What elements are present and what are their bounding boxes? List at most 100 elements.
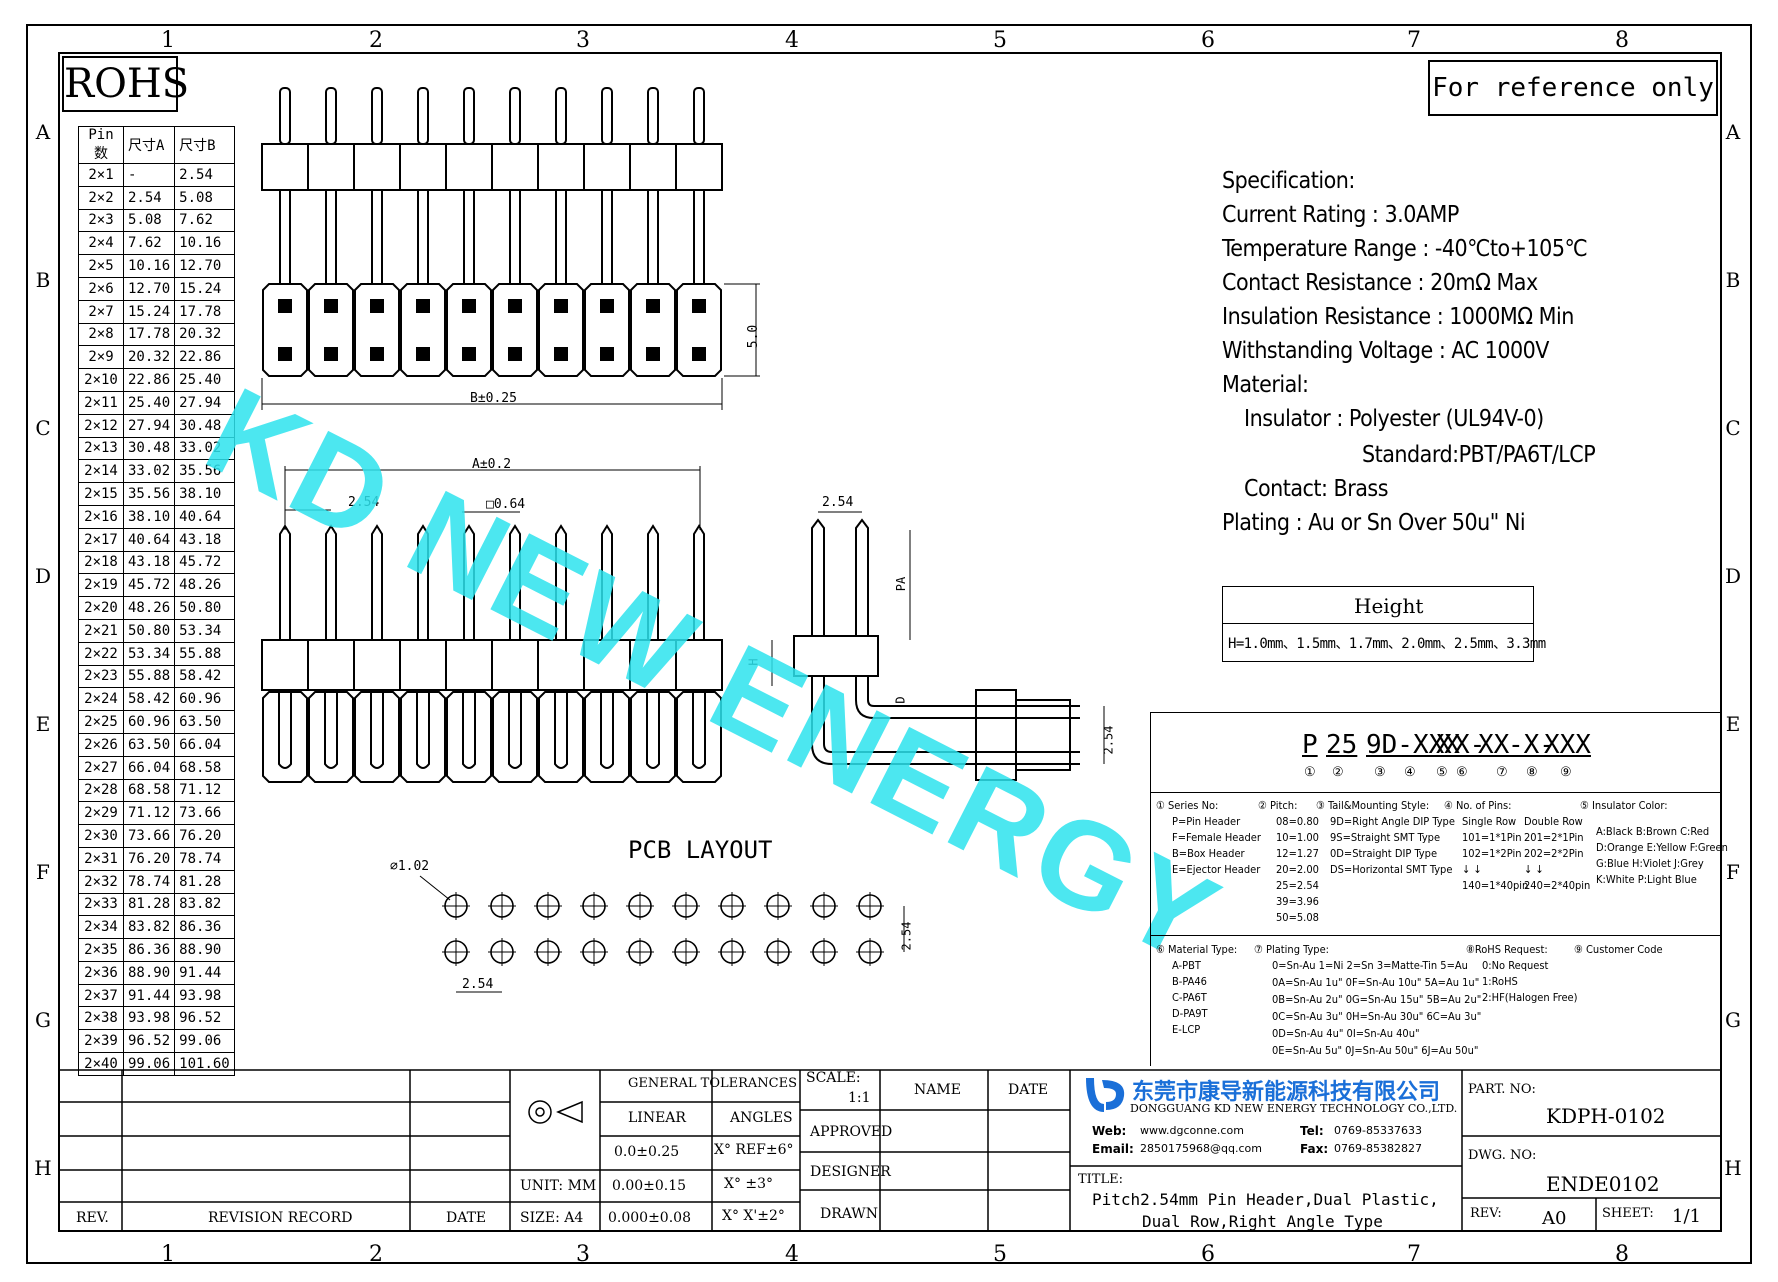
spec-line: Standard:PBT/PA6T/LCP <box>1362 442 1596 468</box>
pin-housing-cell <box>262 283 308 377</box>
dim-a-cell: 27.94 <box>122 413 176 438</box>
zone-row-F-right: F <box>1726 860 1740 884</box>
pin-front <box>371 524 383 640</box>
tail-item: DS=Horizontal SMT Type <box>1330 863 1453 876</box>
dim-a-cell: 58.42 <box>122 687 176 712</box>
side-pitch-label: 2.54 <box>822 495 854 510</box>
pin-tip-top <box>325 87 337 145</box>
dim-b-cell: 43.18 <box>174 527 235 552</box>
customer-code-title: ⑨ Customer Code <box>1574 943 1663 956</box>
pin-count-cell: 2×30 <box>78 824 124 848</box>
part-code-segment: P <box>1302 730 1318 760</box>
material-item: E-LCP <box>1172 1023 1201 1036</box>
pin-tail-front <box>324 692 338 769</box>
pin-count-cell: 2×23 <box>78 664 124 689</box>
pin-square <box>416 347 430 361</box>
pin-tail-front <box>416 692 430 769</box>
pin-square <box>462 299 476 313</box>
dim-a-cell: 60.96 <box>122 710 176 734</box>
zone-row-A-left: A <box>35 120 51 144</box>
part-code-panel <box>1150 712 1722 1066</box>
pin-square <box>416 299 430 313</box>
pin-front <box>601 524 613 640</box>
sheet-value: 1/1 <box>1672 1206 1701 1227</box>
color-item: K:White P:Light Blue <box>1596 873 1697 886</box>
pin-count-cell: 2×36 <box>78 960 124 985</box>
dim-b-cell: 76.20 <box>174 824 235 848</box>
email-value: 2850175968@qq.com <box>1140 1142 1262 1155</box>
series-item: F=Female Header <box>1172 831 1261 844</box>
front-view <box>261 466 723 783</box>
dim-a-cell: 10.16 <box>122 254 176 278</box>
pins-single-item: 140=1*40pin <box>1462 879 1529 892</box>
rev-value: A0 <box>1542 1208 1567 1229</box>
dim-a-cell: 53.34 <box>122 641 176 666</box>
plating-item: 0D=Sn-Au 4u" 0I=Sn-Au 40u" <box>1272 1027 1420 1040</box>
dwg-no-label: DWG. NO: <box>1468 1148 1537 1163</box>
dim-a-cell: 33.02 <box>122 459 176 484</box>
tail-title: ③ Tail&Mounting Style: <box>1316 799 1430 812</box>
dim-b-cell: 83.82 <box>174 892 235 917</box>
zone-row-H-left: H <box>34 1156 52 1180</box>
zone-row-B-right: B <box>1725 268 1741 292</box>
zone-row-A-right: A <box>1725 120 1741 144</box>
reference-note: For reference only <box>1428 60 1718 116</box>
plating-item: 0E=Sn-Au 5u" 0J=Sn-Au 50u" 6J=Au 50u" <box>1272 1044 1479 1057</box>
dim-b-cell: 63.50 <box>174 710 235 734</box>
top-view <box>261 87 760 410</box>
pin-front <box>325 524 337 640</box>
pins-single-item: 102=1*2Pin <box>1462 847 1522 860</box>
rohs-item: 1:RoHS <box>1482 975 1518 988</box>
pitch-item: 10=1.00 <box>1276 831 1319 844</box>
pin-count-cell: 2×28 <box>78 778 124 803</box>
pin-housing-cell <box>400 283 446 377</box>
tail-item: 0D=Straight DIP Type <box>1330 847 1438 860</box>
dim-a-cell: 81.28 <box>122 892 176 917</box>
part-code-segment: XX <box>1478 730 1510 760</box>
plating-item: 0B=Sn-Au 2u" 0G=Sn-Au 15u" 5B=Au 2u" <box>1272 993 1482 1006</box>
dim-a-cell: 2.54 <box>122 185 176 210</box>
side-bend-inner <box>855 676 1080 719</box>
dim-b-cell: 66.04 <box>174 732 235 757</box>
rohs-item: 0:No Request <box>1482 959 1549 972</box>
part-code-index: ① <box>1304 765 1316 780</box>
pin-count-cell: 2×24 <box>78 687 124 712</box>
pin-tip-top <box>509 87 521 145</box>
side-pa-label: PA <box>894 576 909 592</box>
dim-a-cell: 83.82 <box>122 915 176 940</box>
pin-tip-top <box>463 87 475 145</box>
pin-square <box>324 299 338 313</box>
dim-b-cell: 73.66 <box>174 801 235 826</box>
pin-tip-top <box>555 87 567 145</box>
pin-tail-front <box>692 692 706 769</box>
pin-square <box>646 347 660 361</box>
zone-col-4-bottom: 4 <box>785 1242 799 1267</box>
email-label: Email: <box>1092 1142 1134 1156</box>
pin-tail-front <box>370 692 384 769</box>
dim-b-cell: 35.56 <box>174 459 235 484</box>
zone-col-3-top: 3 <box>576 28 590 53</box>
company-name-en: DONGGUANG KD NEW ENERGY TECHNOLOGY CO.,L… <box>1130 1102 1458 1115</box>
pcb-hole-diameter: ⌀1.02 <box>390 859 430 874</box>
dim-a-cell: 20.32 <box>122 345 176 370</box>
pin-count-cell: 2×21 <box>78 618 124 643</box>
pin-square <box>324 347 338 361</box>
pin-square <box>508 347 522 361</box>
pins-single-item: 101=1*1Pin <box>1462 831 1522 844</box>
spec-line: Contact: Brass <box>1244 476 1388 502</box>
drawn-label: DRAWN <box>820 1206 878 1222</box>
part-code-segment: 25 <box>1326 730 1358 760</box>
side-plastic-2b <box>1015 699 1071 771</box>
